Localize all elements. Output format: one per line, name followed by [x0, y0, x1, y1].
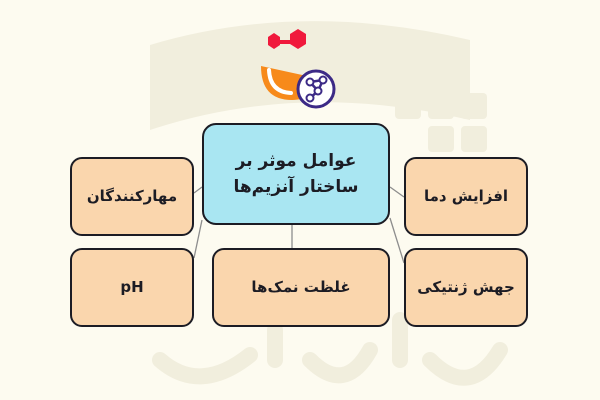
- node-salt-concentration: غلظت نمک‌ها: [212, 248, 390, 327]
- node-ph: pH: [70, 248, 194, 327]
- node-temperature: افزایش دما: [404, 157, 528, 236]
- node-mutation-label: جهش ژنتیکی: [417, 277, 515, 296]
- molecule-logo-icon: [261, 29, 336, 109]
- node-salt-label: غلظت نمک‌ها: [251, 277, 351, 296]
- node-mutation: جهش ژنتیکی: [404, 248, 528, 327]
- center-node-label: عوامل موثر بر ساختار آنزیم‌ها: [233, 150, 359, 197]
- center-node: عوامل موثر بر ساختار آنزیم‌ها: [202, 123, 390, 225]
- node-temperature-label: افزایش دما: [423, 186, 509, 205]
- node-modulators: مهارکنندگان: [70, 157, 194, 236]
- node-modulators-label: مهارکنندگان: [86, 186, 178, 205]
- node-ph-label: pH: [120, 277, 144, 296]
